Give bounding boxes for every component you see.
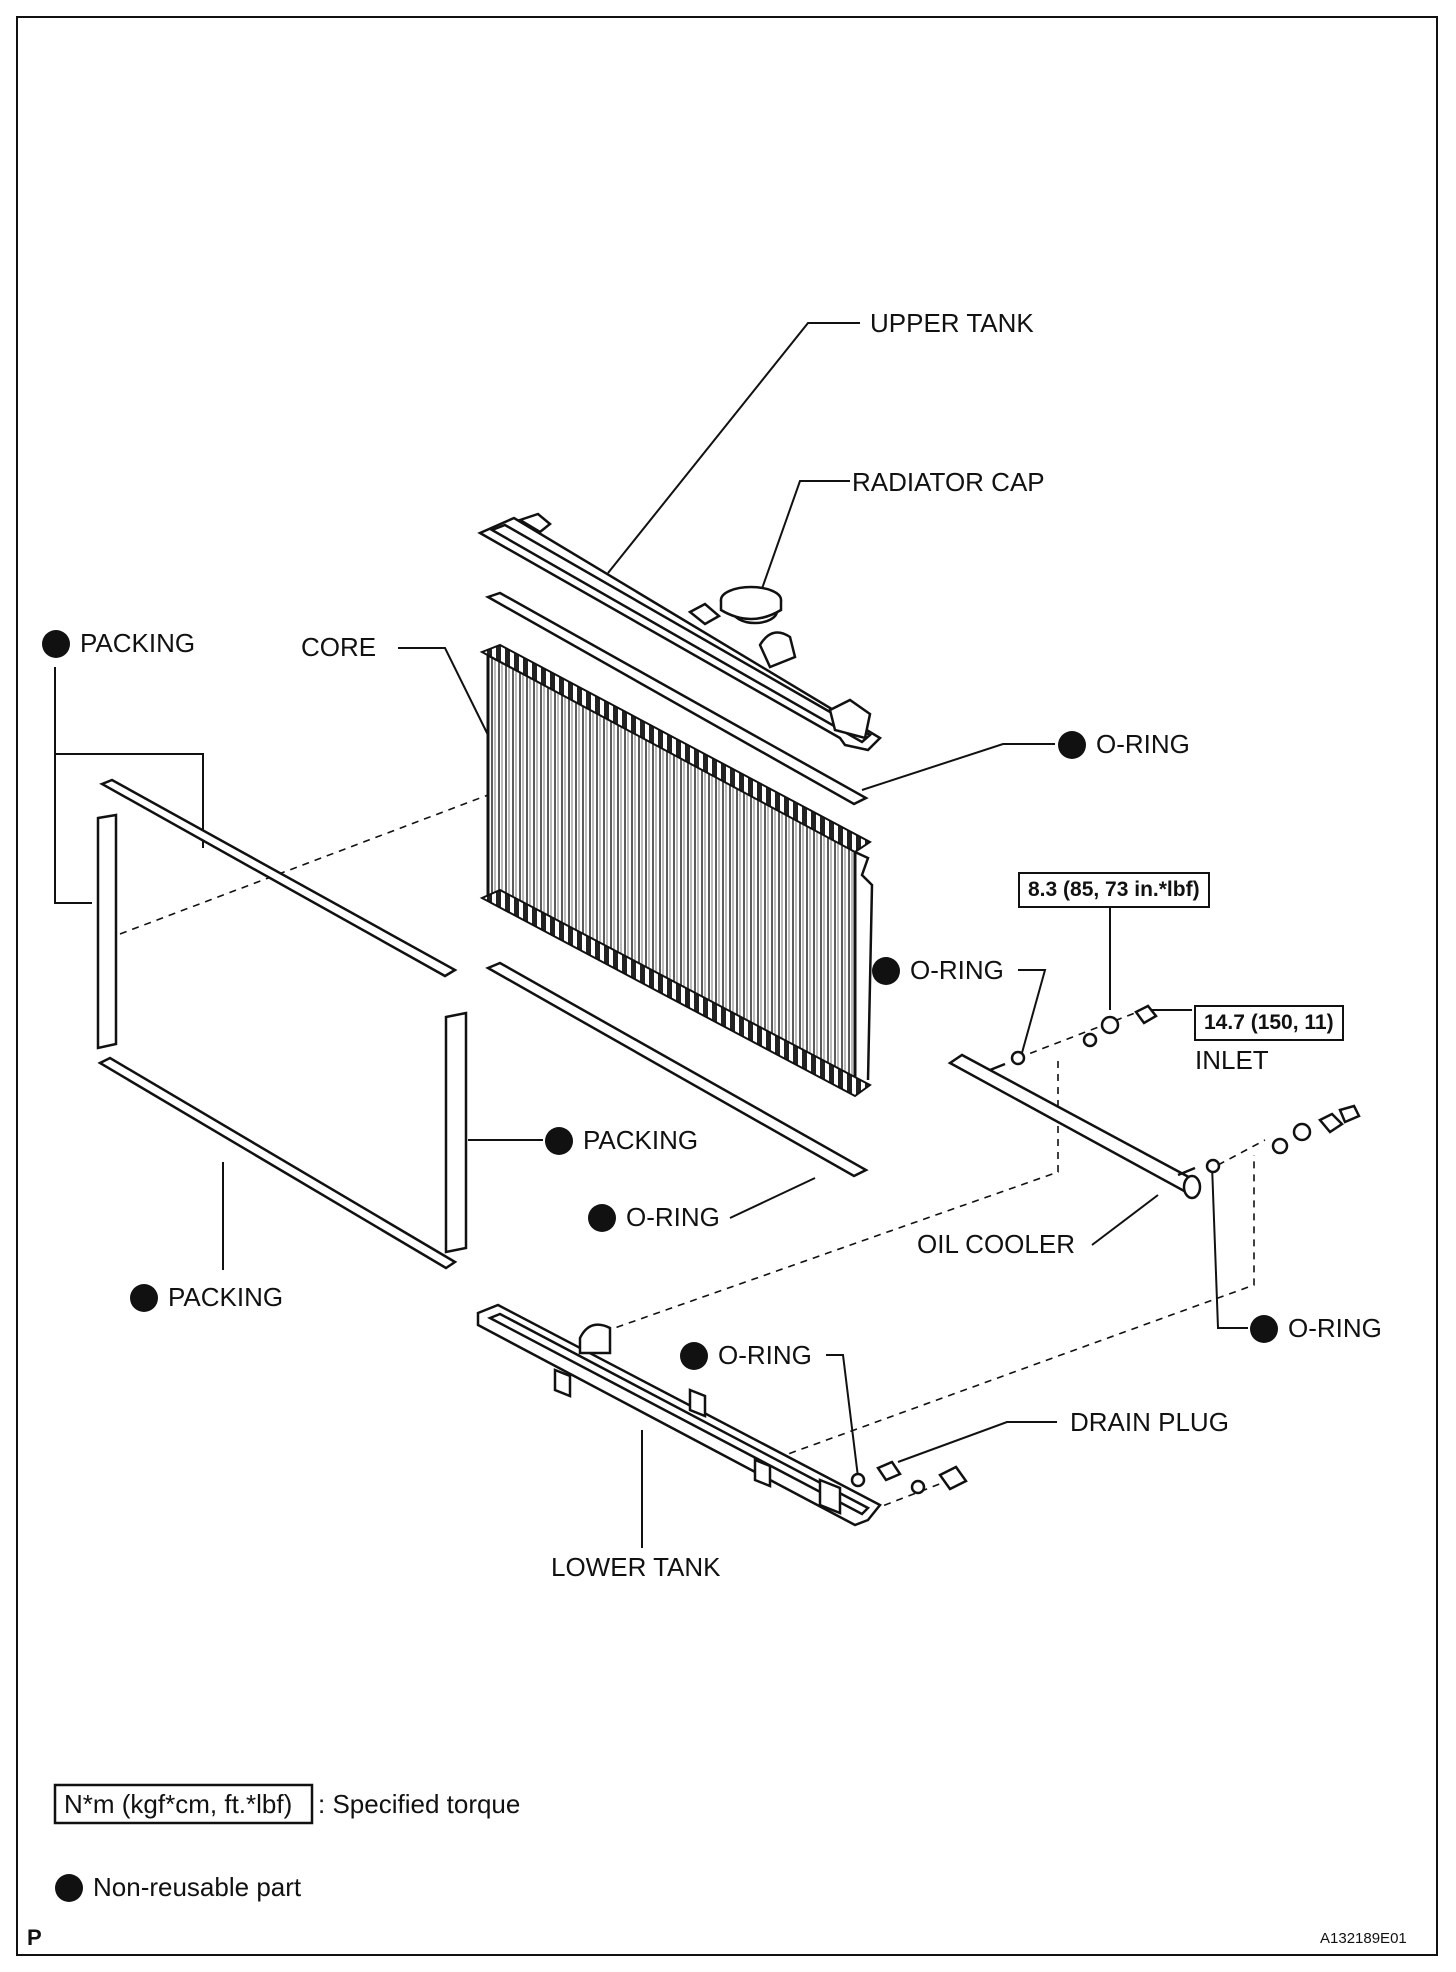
o-ring-lower-strip xyxy=(485,961,869,1178)
packing-top-long xyxy=(99,778,458,978)
torque-box-1: 8.3 (85, 73 in.*lbf) xyxy=(1018,872,1210,908)
leader-drain-plug xyxy=(897,1421,1057,1463)
non-reusable-icon xyxy=(130,1284,158,1312)
leader-o-ring-right xyxy=(1211,1164,1248,1329)
non-reusable-icon xyxy=(680,1342,708,1370)
page-frame xyxy=(16,16,1438,1956)
non-reusable-icon xyxy=(588,1204,616,1232)
non-reusable-icon xyxy=(872,957,900,985)
label-text: PACKING xyxy=(80,628,196,658)
oil-cooler xyxy=(947,1053,1202,1200)
leader-oil-cooler xyxy=(1091,1194,1159,1246)
legend-non-reusable: Non-reusable part xyxy=(55,1872,301,1902)
torque-box-2: 14.7 (150, 11) xyxy=(1194,1005,1344,1041)
label-upper-tank: UPPER TANK xyxy=(870,308,1034,338)
label-text: O-RING xyxy=(626,1202,720,1232)
non-reusable-icon xyxy=(42,630,70,658)
non-reusable-icon xyxy=(1058,731,1086,759)
non-reusable-icon xyxy=(55,1874,83,1902)
drain-plug-parts xyxy=(850,1460,968,1495)
label-drain-plug: DRAIN PLUG xyxy=(1070,1407,1229,1437)
label-packing-mid: PACKING xyxy=(545,1125,698,1155)
leader-o-ring-lower xyxy=(729,1177,816,1219)
lower-tank xyxy=(476,1303,882,1527)
label-radiator-cap: RADIATOR CAP xyxy=(852,467,1045,497)
label-o-ring-mid: O-RING xyxy=(872,955,1004,985)
o-ring-top-strip xyxy=(484,591,869,806)
label-text: PACKING xyxy=(583,1125,699,1155)
label-oil-cooler: OIL COOLER xyxy=(917,1229,1075,1259)
packing-strips xyxy=(96,778,468,1270)
non-reusable-icon xyxy=(1250,1315,1278,1343)
label-o-ring-drain: O-RING xyxy=(680,1340,812,1370)
radiator-core xyxy=(479,643,874,1098)
leader-radiator-cap xyxy=(757,480,850,601)
non-reusable-icon xyxy=(545,1127,573,1155)
leader-packing-left-vertical xyxy=(54,667,92,904)
label-inlet: INLET xyxy=(1195,1045,1269,1075)
label-text: O-RING xyxy=(910,955,1004,985)
label-o-ring-right: O-RING xyxy=(1250,1313,1382,1343)
leader-o-ring-top xyxy=(861,743,1055,791)
leader-packing-left-top xyxy=(55,753,204,848)
legend-torque-box xyxy=(53,1783,314,1825)
label-packing-top: PACKING xyxy=(42,628,195,658)
label-core: CORE xyxy=(301,632,377,662)
legend-text: Non-reusable part xyxy=(93,1872,302,1902)
packing-left-vertical xyxy=(96,813,118,1050)
label-text: PACKING xyxy=(168,1282,284,1312)
label-text: O-RING xyxy=(1096,729,1190,759)
fittings xyxy=(1010,1004,1361,1174)
label-text: O-RING xyxy=(718,1340,812,1370)
packing-bottom-long xyxy=(97,1056,458,1270)
label-lower-tank: LOWER TANK xyxy=(551,1552,721,1582)
label-text: O-RING xyxy=(1288,1313,1382,1343)
packing-right-vertical xyxy=(444,1011,468,1254)
label-packing-bottom: PACKING xyxy=(130,1282,283,1312)
legend-torque-units: N*m (kgf*cm, ft.*lbf) xyxy=(64,1789,293,1819)
upper-tank xyxy=(477,512,883,752)
assembly-dashed-lines xyxy=(119,794,1266,1511)
label-o-ring-top: O-RING xyxy=(1058,729,1190,759)
leader-o-ring-drain xyxy=(826,1354,859,1478)
footer-figure-id: A132189E01 xyxy=(1320,1930,1407,1947)
footer-page-code: P xyxy=(27,1925,42,1950)
leader-upper-tank xyxy=(607,322,860,574)
legend-torque-text: : Specified torque xyxy=(318,1789,521,1819)
leader-core xyxy=(398,647,489,736)
leader-o-ring-mid xyxy=(1018,969,1047,1061)
radiator-cap xyxy=(719,585,783,621)
label-o-ring-lower: O-RING xyxy=(588,1202,720,1232)
